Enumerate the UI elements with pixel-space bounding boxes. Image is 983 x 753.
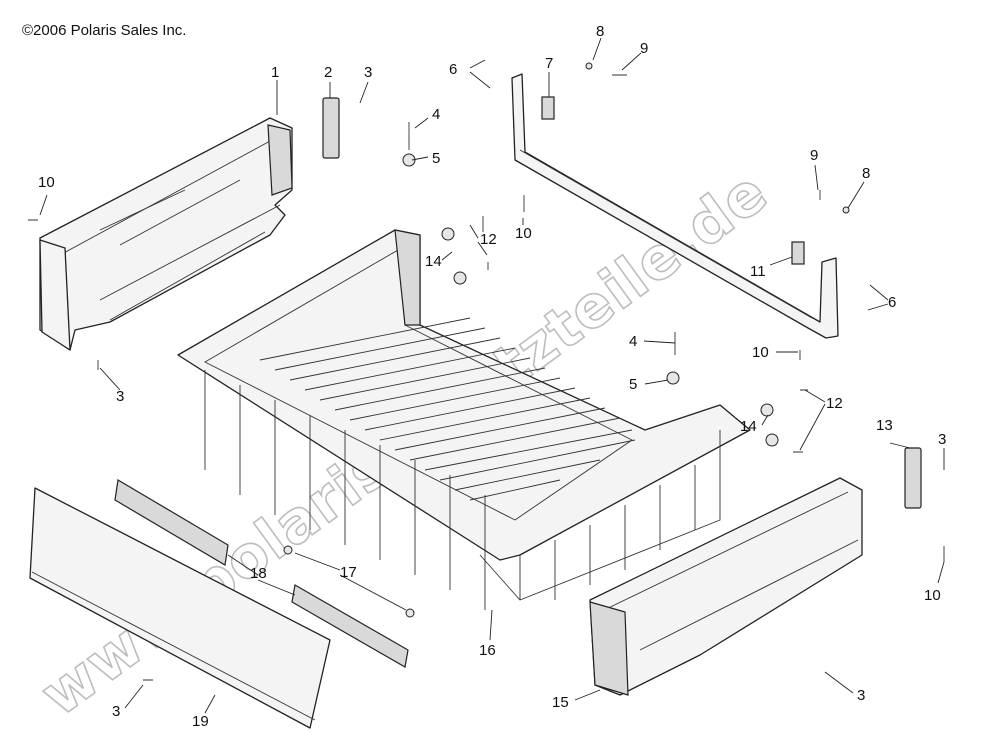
callout-13: 13 bbox=[876, 417, 893, 434]
callout-12b: 12 bbox=[826, 395, 843, 412]
callout-7: 7 bbox=[545, 55, 553, 72]
part-filler-strip-left bbox=[322, 97, 340, 159]
callout-5b: 5 bbox=[629, 376, 637, 393]
callout-2: 2 bbox=[324, 64, 332, 81]
callout-9b: 9 bbox=[810, 147, 818, 164]
callout-9: 9 bbox=[640, 40, 648, 57]
callout-6b: 6 bbox=[888, 294, 896, 311]
callout-8: 8 bbox=[596, 23, 604, 40]
part-right-side-panel bbox=[589, 477, 863, 696]
callout-14b: 14 bbox=[740, 418, 757, 435]
callout-10c: 10 bbox=[752, 344, 769, 361]
callout-3d: 3 bbox=[857, 687, 865, 704]
callout-5: 5 bbox=[432, 150, 440, 167]
callout-10b: 10 bbox=[515, 225, 532, 242]
callout-15: 15 bbox=[552, 694, 569, 711]
callout-4: 4 bbox=[432, 106, 440, 123]
callout-10: 10 bbox=[38, 174, 55, 191]
part-foam-strip-lower bbox=[291, 584, 409, 668]
part-bracket bbox=[541, 96, 555, 120]
part-frame-bracket bbox=[791, 241, 805, 265]
part-foam-strip-upper bbox=[114, 479, 229, 566]
callout-12: 12 bbox=[480, 231, 497, 248]
leader-lines bbox=[39, 37, 945, 714]
callout-18: 18 bbox=[250, 565, 267, 582]
callout-14: 14 bbox=[425, 253, 442, 270]
part-tailgate-plate bbox=[29, 487, 331, 729]
part-cargo-bed-tub bbox=[177, 229, 751, 610]
callout-16: 16 bbox=[479, 642, 496, 659]
copyright-text: ©2006 Polaris Sales Inc. bbox=[22, 22, 186, 39]
callout-numbers: 1 2 3 4 5 6 7 8 9 9 8 10 10 12 14 11 6 4… bbox=[38, 23, 946, 730]
callout-4b: 4 bbox=[629, 333, 637, 350]
callout-3b: 3 bbox=[116, 388, 124, 405]
callout-10d: 10 bbox=[924, 587, 941, 604]
hardware-fasteners bbox=[28, 62, 945, 681]
callout-8b: 8 bbox=[862, 165, 870, 182]
bed-floor-ribs bbox=[259, 317, 636, 501]
callout-17: 17 bbox=[340, 564, 357, 581]
part-rear-frame bbox=[511, 73, 839, 339]
part-left-side-panel bbox=[39, 117, 293, 351]
part-filler-strip-right bbox=[904, 447, 922, 509]
callout-6: 6 bbox=[449, 61, 457, 78]
callout-19: 19 bbox=[192, 713, 209, 730]
callout-3e: 3 bbox=[112, 703, 120, 720]
callout-3c: 3 bbox=[938, 431, 946, 448]
callout-11: 11 bbox=[750, 263, 766, 280]
callout-1: 1 bbox=[271, 64, 279, 81]
callout-3: 3 bbox=[364, 64, 372, 81]
